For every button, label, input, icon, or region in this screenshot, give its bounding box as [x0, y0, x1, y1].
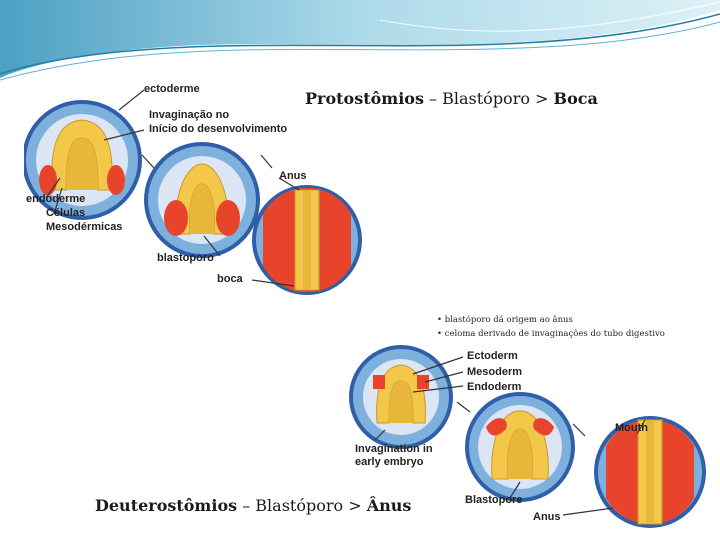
protostome-diagram: ectoderme Invaginação no Início do desen… — [24, 80, 362, 298]
label-anus-proto: Anus — [279, 170, 307, 182]
label-blastopore: Blastopore — [465, 494, 522, 506]
label-blastoporo: blastoporo — [157, 252, 214, 264]
deuterostome-title-bold: Deuterostômios — [95, 496, 237, 515]
deuterostome-title-rest: – Blastóporo > — [237, 496, 367, 515]
label-invagination: Invagination in — [355, 443, 433, 455]
label-ectoderme: ectoderme — [144, 83, 200, 95]
header-wave-decoration — [0, 0, 720, 90]
deutero-embryo-3 — [594, 416, 706, 528]
label-mouth: Mouth — [615, 422, 648, 434]
proto-embryo-2 — [144, 142, 260, 258]
note-celoma: • celoma derivado de invaginações do tub… — [437, 329, 665, 339]
label-endoderme: endoderme — [26, 193, 85, 205]
protostome-title-rest: – Blastóporo > — [424, 89, 554, 108]
proto-embryo-3 — [252, 185, 362, 295]
label-ectoderm: Ectoderm — [467, 350, 518, 362]
label-mesoderm: Mesoderm — [467, 366, 522, 378]
note-blastoporo-anus: • blastóporo dá origem ao ânus — [437, 315, 573, 325]
deutero-embryo-1 — [349, 345, 453, 449]
label-boca: boca — [217, 273, 243, 285]
label-inicio-desenvolvimento: Início do desenvolvimento — [149, 123, 287, 135]
label-invaginacao: Invaginação no — [149, 109, 229, 121]
deuterostome-title-target: Ânus — [367, 496, 412, 515]
label-mesodermicas: Mesodérmicas — [46, 221, 122, 233]
label-anus-deutero: Anus — [533, 511, 561, 523]
label-endoderm: Endoderm — [467, 381, 521, 393]
deuterostome-title: Deuterostômios – Blastóporo > Ânus — [95, 496, 411, 515]
protostome-title-target: Boca — [554, 89, 598, 108]
label-celulas: Células — [46, 207, 85, 219]
deutero-embryo-2 — [465, 392, 575, 502]
label-early-embryo: early embryo — [355, 456, 423, 468]
